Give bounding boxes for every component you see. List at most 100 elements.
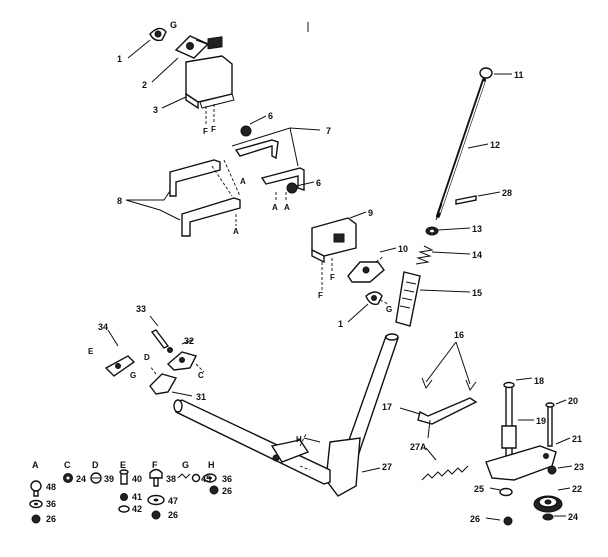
- callout-G-mid: G: [386, 305, 392, 314]
- hw-C-letter: C: [64, 460, 71, 470]
- part-27-lever: [325, 333, 399, 497]
- hw-A-part-1: 48: [46, 482, 56, 492]
- part-34-link: [104, 329, 136, 377]
- callout-D: D: [144, 353, 150, 362]
- callout-G-left: G: [130, 371, 136, 380]
- callout-27A: 27A: [410, 442, 427, 452]
- hw-F-part-1: 38: [166, 474, 176, 484]
- callout-11: 11: [514, 70, 524, 80]
- hw-E-part-3: 42: [132, 504, 142, 514]
- callout-21: 21: [572, 434, 582, 444]
- hw-G-part-1: 45: [201, 474, 211, 484]
- part-33-pin: [149, 315, 173, 353]
- callout-18: 18: [534, 376, 544, 386]
- callout-E: E: [88, 347, 94, 356]
- callout-H: H: [296, 435, 302, 444]
- callout-A-1: A: [240, 177, 246, 186]
- part-17-shift-link: [399, 397, 478, 439]
- callout-15: 15: [472, 288, 482, 298]
- hardware-A-icons: [29, 480, 43, 524]
- hw-D-part-1: 39: [104, 474, 114, 484]
- part-13-washer: [425, 226, 471, 236]
- hardware-key: A 48 36 26 C 24 D 39 E 40 41 42 F 38 47 …: [32, 460, 232, 524]
- callout-17: 17: [382, 402, 392, 412]
- hw-E-part-1: 40: [132, 474, 142, 484]
- hardware-E-icons: [118, 469, 130, 513]
- hw-E-part-2: 41: [132, 492, 142, 502]
- part-3-mounting-plate: [161, 36, 235, 126]
- part-8-strap-set: [125, 159, 241, 237]
- hw-H-part-1: 36: [222, 474, 232, 484]
- part-1-top: [127, 27, 167, 59]
- callout-27: 27: [382, 462, 392, 472]
- part-10-bracket: [347, 247, 397, 283]
- part-6-upper-nut: [240, 115, 267, 137]
- hardware-C-icon: [63, 473, 73, 483]
- callout-labels: 1 2 3 G F F 6 7 6 8 A A A A 9 10 F F G 1…: [88, 20, 584, 524]
- callout-G-top: G: [170, 20, 177, 30]
- part-11-knob: [479, 67, 512, 79]
- callout-8: 8: [117, 196, 122, 206]
- callout-6-upper: 6: [268, 111, 273, 121]
- callout-F-top-2: F: [211, 125, 216, 134]
- callout-A-3: A: [284, 203, 290, 212]
- callout-C: C: [198, 371, 204, 380]
- part-1-lower: [347, 291, 389, 323]
- part-16-arrows: [421, 341, 477, 392]
- hw-E-letter: E: [120, 460, 126, 470]
- hw-F-letter: F: [152, 460, 158, 470]
- callout-25: 25: [474, 484, 484, 494]
- callout-33: 33: [136, 304, 146, 314]
- part-32-bracket: [166, 339, 205, 373]
- hardware-D-icon: [90, 472, 102, 484]
- part-31-arm: [149, 365, 193, 397]
- part-14-spring: [415, 245, 471, 265]
- part-6-lower-nut: [286, 181, 315, 194]
- callout-24-right: 24: [568, 512, 578, 522]
- part-28-pin: [455, 191, 501, 205]
- hw-H-letter: H: [208, 460, 215, 470]
- part-15-coupler: [395, 271, 471, 327]
- hw-D-letter: D: [92, 460, 99, 470]
- callout-F-top-1: F: [203, 127, 208, 136]
- callout-23: 23: [574, 462, 584, 472]
- part-27A-spring: [421, 447, 469, 481]
- part-19-spacer: [501, 419, 534, 449]
- hw-G-letter: G: [182, 460, 189, 470]
- callout-F-mid-1: F: [318, 291, 323, 300]
- callout-19: 19: [536, 416, 546, 426]
- callout-34: 34: [98, 322, 108, 332]
- callout-9: 9: [368, 208, 373, 218]
- hw-A-part-2: 36: [46, 499, 56, 509]
- callout-31: 31: [196, 392, 206, 402]
- hw-F-part-3: 26: [168, 510, 178, 520]
- callout-12: 12: [490, 140, 500, 150]
- callout-32: 32: [184, 336, 194, 346]
- hardware-G-icon: [177, 473, 201, 483]
- callout-16: 16: [454, 330, 464, 340]
- part-24-washer-right: [542, 513, 566, 521]
- callout-3: 3: [153, 105, 158, 115]
- hw-F-part-2: 47: [168, 496, 178, 506]
- hw-A-part-3: 26: [46, 514, 56, 524]
- callout-14: 14: [472, 250, 482, 260]
- part-25-washer: [489, 487, 513, 497]
- part-26-nut-right: [485, 516, 513, 526]
- part-cross-shaft: [173, 399, 331, 485]
- callout-1-lower: 1: [338, 319, 343, 329]
- callout-7: 7: [326, 126, 331, 136]
- hw-H-part-2: 26: [222, 486, 232, 496]
- callout-6-lower: 6: [316, 178, 321, 188]
- callout-26-right: 26: [470, 514, 480, 524]
- part-20-bolt: [545, 399, 567, 447]
- part-22-pulley: [533, 487, 571, 513]
- hw-C-part-1: 24: [76, 474, 86, 484]
- callout-A-2: A: [272, 203, 278, 212]
- part-12-rod: [435, 78, 489, 221]
- part-2-spring-clip: [151, 35, 213, 83]
- callout-F-mid-2: F: [330, 273, 335, 282]
- part-7-strap-set: [231, 127, 321, 191]
- callout-1-top: 1: [117, 54, 122, 64]
- hardware-H-icons: [203, 473, 219, 495]
